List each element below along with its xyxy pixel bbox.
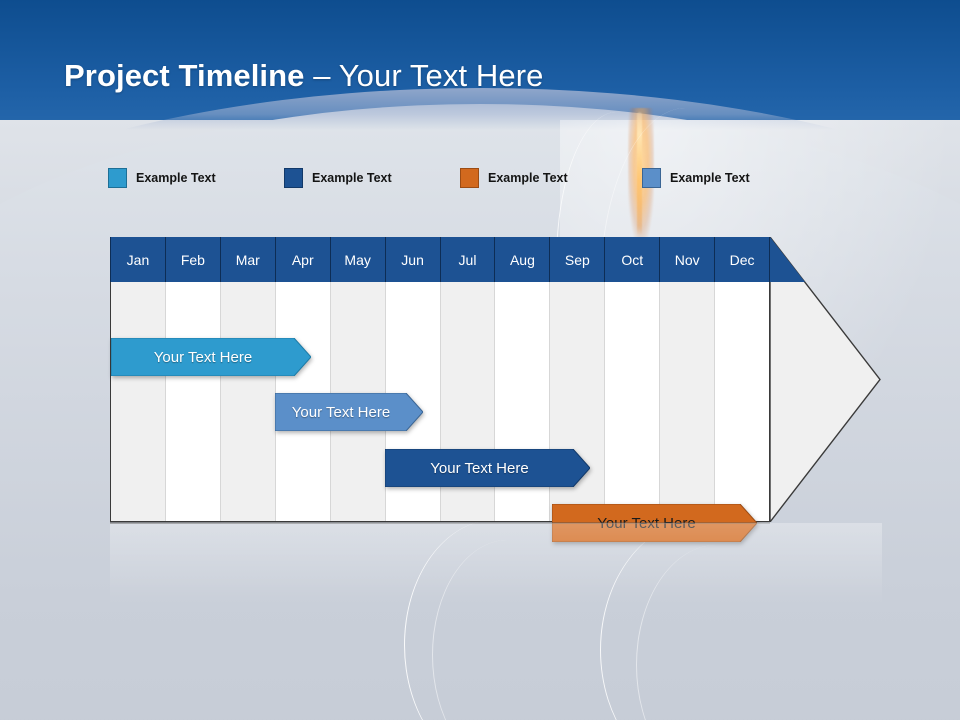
month-header-jul[interactable]: Jul xyxy=(440,237,496,282)
chart-baseline xyxy=(110,522,770,524)
month-header-may[interactable]: May xyxy=(330,237,386,282)
legend-item-label: Example Text xyxy=(488,171,568,185)
legend-item-label: Example Text xyxy=(136,171,216,185)
timeline-arrow-head-icon xyxy=(770,237,882,522)
task-bar-shape-icon xyxy=(385,449,590,487)
legend-item-1[interactable]: Example Text xyxy=(108,168,216,188)
month-header-feb[interactable]: Feb xyxy=(165,237,221,282)
task-bar-label: Your Text Here xyxy=(291,403,391,421)
timeline-column-dec xyxy=(715,282,770,521)
task-bar-2[interactable]: Your Text Here xyxy=(275,393,423,431)
month-header-sep[interactable]: Sep xyxy=(550,237,606,282)
timeline-column-oct xyxy=(605,282,661,521)
month-header-oct[interactable]: Oct xyxy=(605,237,661,282)
legend-item-label: Example Text xyxy=(670,171,750,185)
legend-item-2[interactable]: Example Text xyxy=(284,168,392,188)
month-header-nov[interactable]: Nov xyxy=(660,237,716,282)
page-title-strong: Project Timeline xyxy=(64,58,305,93)
legend-swatch-icon xyxy=(460,168,479,188)
task-bar-shape-icon xyxy=(111,338,311,376)
legend-swatch-icon xyxy=(284,168,303,188)
month-header-aug[interactable]: Aug xyxy=(495,237,551,282)
timeline-column-feb xyxy=(165,282,221,521)
month-header-jun[interactable]: Jun xyxy=(385,237,441,282)
month-header-apr[interactable]: Apr xyxy=(275,237,331,282)
page-title-light: – Your Text Here xyxy=(304,58,544,93)
timeline-column-nov xyxy=(660,282,716,521)
task-bar-shape-icon xyxy=(275,393,423,431)
task-bar-label: Your Text Here xyxy=(153,348,253,366)
task-bar-label: Your Text Here xyxy=(430,459,529,477)
legend-item-4[interactable]: Example Text xyxy=(642,168,750,188)
legend-item-3[interactable]: Example Text xyxy=(460,168,568,188)
month-header-mar[interactable]: Mar xyxy=(220,237,276,282)
timeline-column-mar xyxy=(220,282,276,521)
timeline-column-jan xyxy=(111,282,166,521)
legend-swatch-icon xyxy=(108,168,127,188)
task-bar-1[interactable]: Your Text Here xyxy=(111,338,311,376)
page-title: Project Timeline – Your Text Here xyxy=(64,58,543,94)
month-header-jan[interactable]: Jan xyxy=(110,237,166,282)
task-bar-3[interactable]: Your Text Here xyxy=(385,449,590,487)
legend-swatch-icon xyxy=(642,168,661,188)
legend-item-label: Example Text xyxy=(312,171,392,185)
month-header-dec[interactable]: Dec xyxy=(715,237,771,282)
